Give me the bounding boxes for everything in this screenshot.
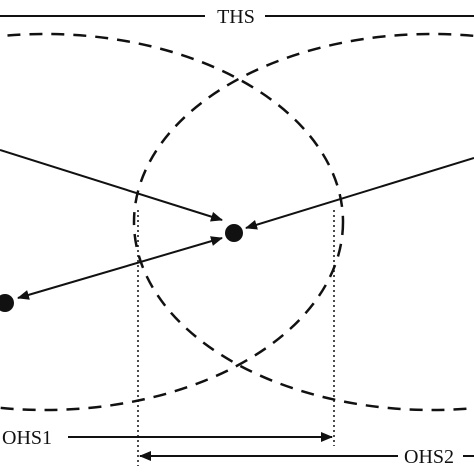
- arrow-center-left-bidirectional: [17, 236, 223, 300]
- ths-label: THS: [217, 6, 255, 28]
- range-circles: [0, 32, 474, 412]
- ohs1-dimension: OHS1: [2, 427, 333, 449]
- ths-dimension: THS: [0, 6, 474, 28]
- nodes: [0, 224, 243, 312]
- ohs1-label: OHS1: [2, 427, 52, 449]
- transmission-arrows: [0, 149, 474, 300]
- ohs2-dimension: OHS2: [139, 446, 474, 468]
- center-node: [225, 224, 243, 242]
- projection-lines: [137, 210, 335, 466]
- range-circle-right: [132, 32, 474, 412]
- arrow-left-top-to-center: [0, 149, 223, 222]
- ohs2-label: OHS2: [404, 446, 454, 468]
- arrow-right-top-to-center: [245, 157, 474, 230]
- range-circle-left: [0, 32, 345, 412]
- left-node: [0, 294, 14, 312]
